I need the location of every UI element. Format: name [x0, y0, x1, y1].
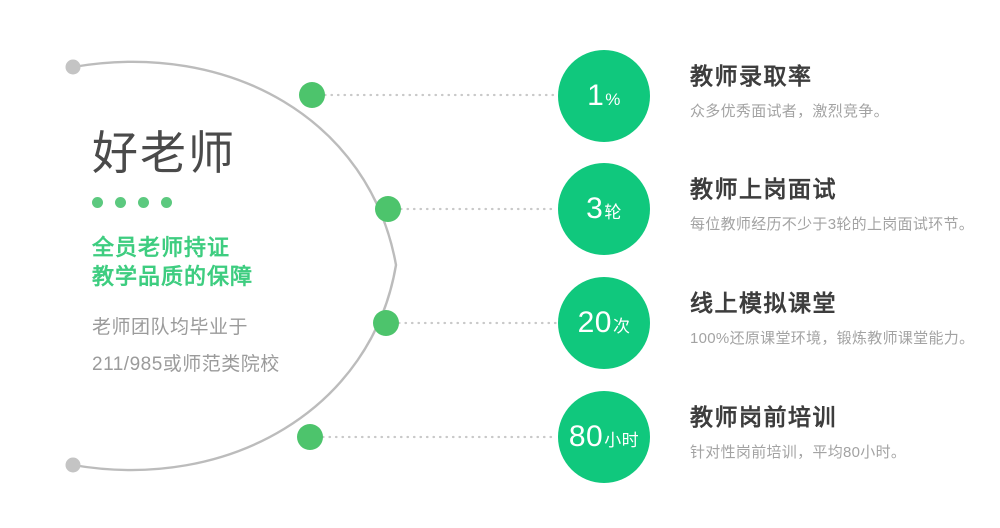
stat-row-4: 80 小时 教师岗前培训 针对性岗前培训，平均80小时。 [558, 391, 988, 483]
stat-bubble-content-4: 80 小时 [569, 422, 639, 452]
stat-unit-4: 小时 [604, 431, 640, 450]
stat-bubble-3: 20 次 [558, 277, 650, 369]
stat-bubble-4: 80 小时 [558, 391, 650, 483]
stat-bubble-content-1: 1 % [587, 81, 621, 111]
arc-node-dot-4 [297, 424, 323, 450]
brand-accent-dots [92, 196, 352, 208]
stat-unit-1: % [605, 90, 621, 109]
stat-text-4: 教师岗前培训 针对性岗前培训，平均80小时。 [690, 402, 990, 463]
brand-description-line-1: 老师团队均毕业于 [92, 317, 249, 338]
brand-description-line-2: 211/985或师范类院校 [92, 354, 280, 375]
stat-unit-3: 次 [612, 317, 631, 336]
stat-title-3: 线上模拟课堂 [690, 290, 837, 316]
brand-accent-dot-2 [115, 196, 126, 208]
arc-node-dot-2 [375, 196, 401, 222]
arc-node-dot-1 [299, 82, 325, 108]
brand-accent-dot-1 [92, 196, 103, 208]
arc-endpoint-dot-top [65, 59, 81, 75]
arc-endpoint-dot-bottom [65, 457, 81, 473]
brand-accent-dot-4 [161, 196, 172, 208]
stat-text-3: 线上模拟课堂 100%还原课堂环境，锻炼教师课堂能力。 [690, 288, 990, 349]
stat-row-1: 1 % 教师录取率 众多优秀面试者，激烈竞争。 [558, 50, 988, 142]
stat-title-1: 教师录取率 [690, 63, 813, 89]
stat-text-2: 教师上岗面试 每位教师经历不少于3轮的上岗面试环节。 [690, 174, 990, 235]
arc-node-dot-3 [373, 310, 399, 336]
stat-number-3: 20 [577, 306, 612, 339]
stat-title-4: 教师岗前培训 [690, 404, 837, 430]
stat-number-2: 3 [586, 192, 604, 225]
stat-subtitle-2: 每位教师经历不少于3轮的上岗面试环节。 [690, 216, 975, 233]
stat-subtitle-3: 100%还原课堂环境，锻炼教师课堂能力。 [690, 330, 975, 347]
stat-bubble-content-3: 20 次 [578, 308, 631, 338]
brand-slogan-line-1: 全员老师持证 [92, 235, 231, 260]
stat-bubble-2: 3 轮 [558, 163, 650, 255]
stat-unit-2: 轮 [604, 203, 622, 222]
stat-title-2: 教师上岗面试 [690, 176, 837, 202]
brand-accent-dot-3 [138, 196, 149, 208]
stat-row-2: 3 轮 教师上岗面试 每位教师经历不少于3轮的上岗面试环节。 [558, 163, 988, 255]
brand-slogan: 全员老师持证 教学品质的保障 [92, 233, 352, 291]
brand-description: 老师团队均毕业于 211/985或师范类院校 [92, 309, 352, 383]
stat-row-3: 20 次 线上模拟课堂 100%还原课堂环境，锻炼教师课堂能力。 [558, 277, 988, 369]
stat-text-1: 教师录取率 众多优秀面试者，激烈竞争。 [690, 61, 990, 122]
brand-block: 好老师 全员老师持证 教学品质的保障 老师团队均毕业于 211/985或师范类院… [92, 126, 352, 383]
brand-slogan-line-2: 教学品质的保障 [92, 264, 254, 289]
stat-bubble-1: 1 % [558, 50, 650, 142]
stat-bubble-content-2: 3 轮 [586, 194, 622, 224]
stat-number-4: 80 [568, 420, 604, 453]
stat-subtitle-1: 众多优秀面试者，激烈竞争。 [690, 103, 889, 120]
stat-number-1: 1 [587, 79, 605, 112]
brand-title: 好老师 [92, 127, 236, 179]
stat-subtitle-4: 针对性岗前培训，平均80小时。 [690, 444, 907, 461]
